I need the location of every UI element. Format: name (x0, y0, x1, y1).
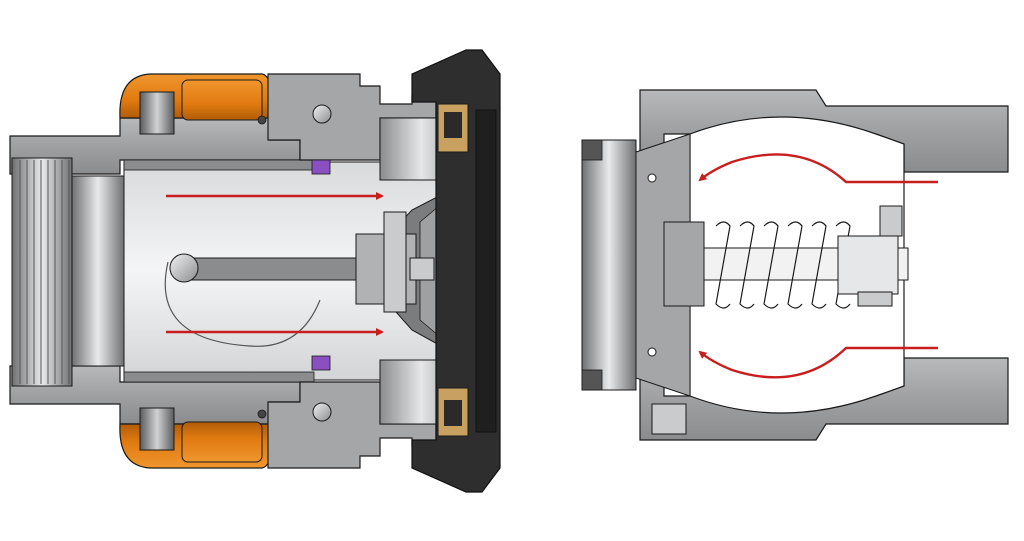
flow-arrow-icon (698, 346, 938, 379)
flow-deflector (164, 261, 321, 347)
poppet-nut (879, 205, 903, 237)
lock-ball-upper (312, 104, 332, 124)
poppet-nut-lower (857, 291, 893, 307)
inner-sleeve-top (123, 159, 315, 171)
inlet-lip-bottom (581, 369, 603, 391)
flow-arrow-icon (698, 153, 938, 184)
dust-cap-face (475, 109, 497, 433)
stem-nut (409, 257, 435, 281)
lock-ball-lower (312, 402, 332, 422)
thread-bore (11, 157, 73, 387)
inlet-lip-top (581, 139, 603, 161)
spring-icon (444, 112, 462, 138)
orange-collar-lower (119, 407, 275, 469)
small-ball-upper (257, 115, 267, 125)
seat-insert (635, 133, 691, 397)
seat-oring-lower (647, 347, 657, 357)
inlet-thread (581, 139, 637, 391)
poppet (837, 235, 899, 295)
spring-icon (444, 400, 462, 426)
inner-sleeve-bottom (123, 371, 315, 383)
guide-collar (663, 221, 705, 307)
thread-icon (19, 160, 70, 384)
seal-upper (311, 159, 331, 175)
valve-disc-core (383, 211, 407, 313)
seal-lower (311, 355, 331, 371)
small-ball-lower (257, 409, 267, 419)
bore-cylinder (71, 175, 125, 367)
stem-knob (169, 253, 199, 283)
right-check-valve-section (581, 89, 1009, 441)
retaining-bolt (651, 403, 687, 435)
left-coupling-section (9, 49, 501, 493)
orange-collar-upper (119, 73, 275, 135)
seat-oring-upper (647, 173, 657, 183)
